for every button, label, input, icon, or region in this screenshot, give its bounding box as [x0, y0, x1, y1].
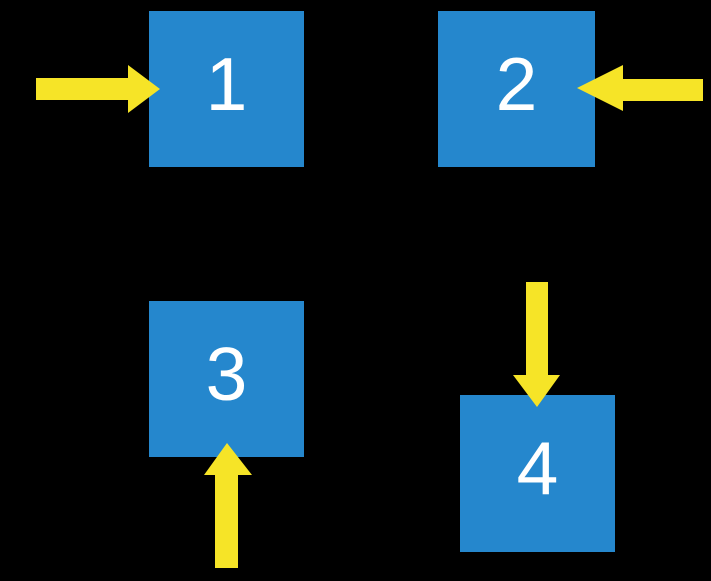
square-4[interactable]: 4	[460, 395, 615, 552]
arrow-down-icon	[513, 282, 560, 407]
arrow-right-icon	[36, 65, 160, 113]
square-1[interactable]: 1	[149, 11, 304, 167]
square-4-label: 4	[516, 426, 559, 510]
arrow-left-icon	[577, 65, 703, 111]
arrow-up-icon	[204, 443, 252, 568]
square-3-label: 3	[205, 331, 248, 416]
square-3[interactable]: 3	[149, 301, 304, 457]
square-2-label: 2	[495, 41, 538, 126]
square-1-label: 1	[205, 41, 248, 126]
square-2[interactable]: 2	[438, 11, 595, 167]
